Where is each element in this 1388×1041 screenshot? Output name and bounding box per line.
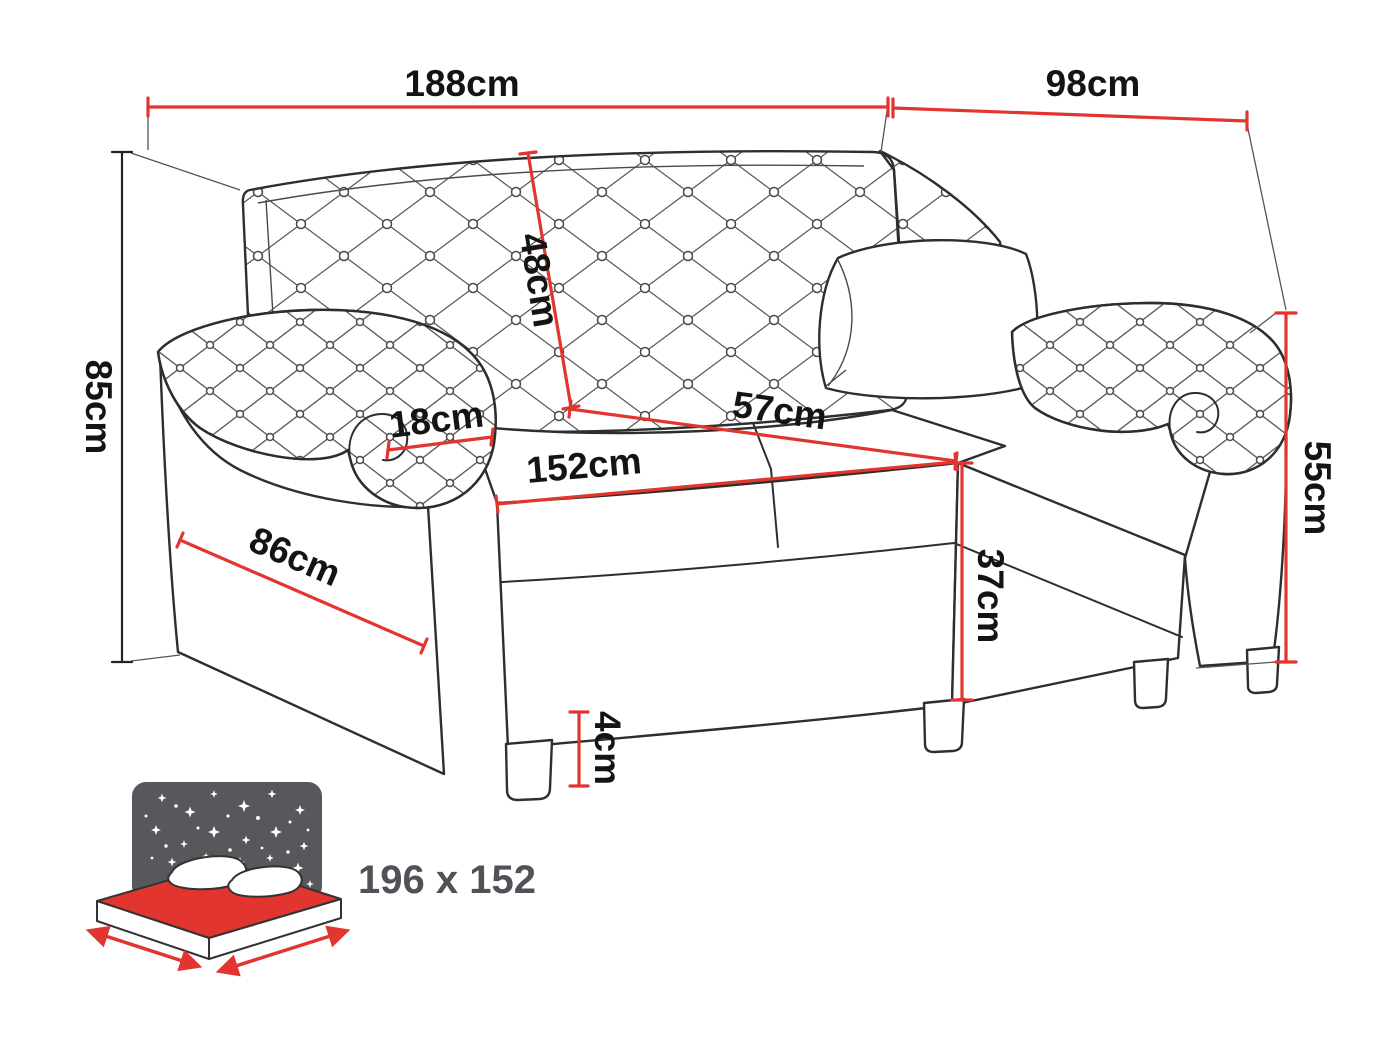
sleeping-area-label: 196 x 152 xyxy=(358,858,536,902)
dim-label-armrest-height: 55cm xyxy=(1297,441,1338,536)
length-arrow-icon xyxy=(215,925,351,977)
dim-label-depth-top: 98cm xyxy=(1046,63,1141,104)
sofa-leg-front-right xyxy=(922,697,966,754)
sofa-leg-front-left xyxy=(504,738,554,802)
width-arrow-icon xyxy=(85,925,203,972)
left-armrest-panel xyxy=(158,354,446,776)
dim-label-height-total: 85cm xyxy=(78,360,119,455)
sofa-illustration xyxy=(156,149,1293,802)
dim-label-seat-width: 152cm xyxy=(525,440,643,491)
right-armrest-spiral xyxy=(1168,391,1220,434)
dim-label-leg-height: 4cm xyxy=(587,711,628,785)
dim-label-seat-height: 37cm xyxy=(970,549,1011,644)
dim-seat-height: 37cm xyxy=(950,461,1011,702)
dim-height-total: 85cm xyxy=(78,150,134,664)
dim-width-top: 188cm xyxy=(146,63,890,118)
pillow-fold-line xyxy=(827,259,853,387)
sofa-leg-right-outer xyxy=(1245,645,1281,695)
star-icons xyxy=(144,789,314,888)
dim-label-width-top: 188cm xyxy=(404,63,519,104)
right-armrest-roll xyxy=(1010,301,1293,476)
sleeping-area-icon: 196 x 152 xyxy=(85,782,536,977)
dim-depth-top: 98cm xyxy=(891,63,1249,132)
dim-armrest-width: 18cm xyxy=(385,393,495,460)
seat-front-face xyxy=(495,461,960,750)
left-armrest-spiral xyxy=(348,412,409,462)
projection-lines xyxy=(130,103,1287,669)
pillow-corner-fold xyxy=(825,369,847,387)
dim-leg-height: 4cm xyxy=(568,710,628,788)
pillow-icon-right xyxy=(227,865,303,898)
sofa-leg-right-inner xyxy=(1132,657,1170,710)
dimension-lines: 188cm 98cm 85cm 48cm 18cm 57cm 152cm xyxy=(78,63,1338,788)
dim-armrest-height: 55cm xyxy=(1274,311,1338,664)
base-right-face xyxy=(950,461,1187,707)
cushion-split-seam xyxy=(752,422,779,548)
cushion-base-seam xyxy=(501,541,1183,638)
backrest-roll-line xyxy=(257,164,865,204)
